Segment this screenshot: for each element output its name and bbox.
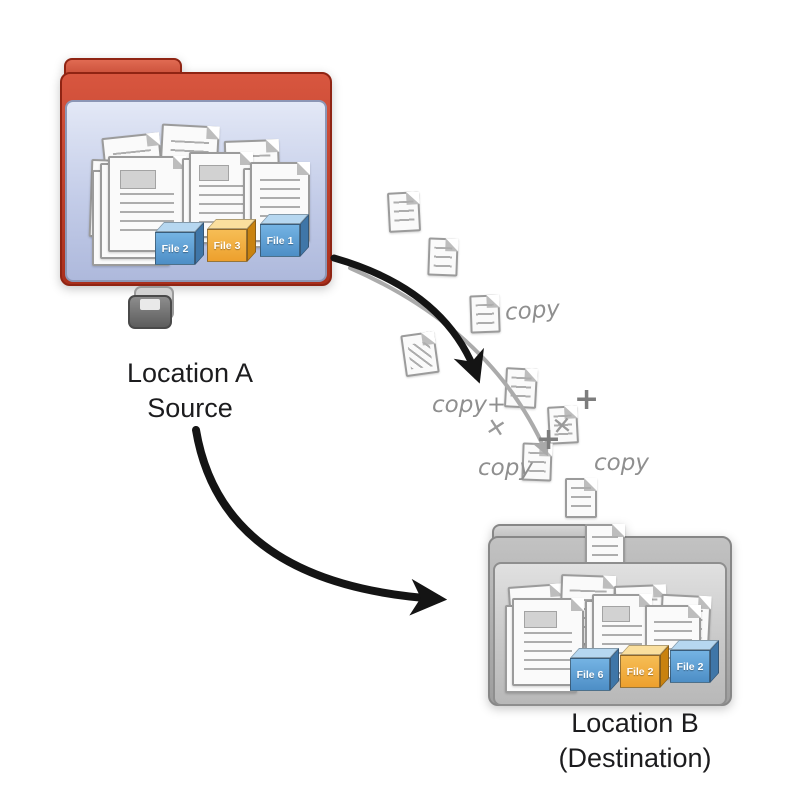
document-lines <box>393 200 415 226</box>
file-cube: File 6 <box>570 648 620 692</box>
destination-subtitle: (Destination) <box>558 743 712 773</box>
document-lines <box>523 631 573 673</box>
destination-title-block: Location B (Destination) <box>510 706 760 776</box>
travel-document-icon <box>565 478 597 518</box>
cube-side-face <box>247 219 256 262</box>
cube-side-face <box>710 640 719 683</box>
duplicate-icon <box>128 286 180 332</box>
cube-side-face <box>660 645 669 688</box>
cube-front-face: File 2 <box>155 232 195 265</box>
annotation-x-mark: ✕ <box>550 411 574 441</box>
cube-side-face <box>300 214 309 257</box>
travel-document-icon <box>400 330 440 378</box>
source-folder: File 2 File 3 File 1 <box>60 58 332 286</box>
travel-document-icon <box>386 191 422 233</box>
duplicate-icon-slot <box>140 299 160 310</box>
destination-title: Location B <box>571 708 699 738</box>
document-image <box>199 164 229 182</box>
cube-front-face: File 2 <box>620 655 660 688</box>
destination-folder: File 6 File 2 File 2 <box>488 524 732 706</box>
document-lines <box>570 487 592 511</box>
document-image <box>523 610 557 629</box>
cube-front-face: File 6 <box>570 658 610 691</box>
source-title: Location A <box>126 358 254 388</box>
file-cube: File 2 <box>620 645 670 689</box>
source-title-block: Location A Source <box>80 356 300 426</box>
document-lines <box>199 185 243 225</box>
document-image <box>120 169 157 189</box>
annotation-copy: copy <box>594 450 649 476</box>
document-icon <box>512 598 584 686</box>
source-subtitle: Source <box>147 393 233 423</box>
travel-document-icon <box>427 237 459 277</box>
document-image <box>601 605 630 622</box>
annotation-copy: copy <box>478 455 533 481</box>
file-cube: File 1 <box>260 214 310 258</box>
document-lines <box>475 303 495 327</box>
file-cube: File 2 <box>155 222 205 266</box>
cube-front-face: File 3 <box>207 229 247 262</box>
cube-side-face <box>610 648 619 691</box>
annotation-plus: + <box>574 382 600 417</box>
cube-front-face: File 1 <box>260 224 300 257</box>
document-lines <box>510 376 532 402</box>
cube-side-face <box>195 222 204 265</box>
file-cube: File 2 <box>670 640 720 684</box>
arrow-copy-path <box>348 266 549 457</box>
duplicate-icon-front <box>128 295 172 329</box>
file-cube: File 3 <box>207 219 257 263</box>
arrow-source-to-destination <box>192 426 448 616</box>
annotation-copy: copy <box>504 296 561 326</box>
document-lines <box>433 246 453 270</box>
travel-document-icon <box>503 367 539 409</box>
cube-front-face: File 2 <box>670 650 710 683</box>
document-lines <box>407 341 433 370</box>
annotation-x-mark: ✕ <box>483 412 509 444</box>
travel-document-icon <box>469 294 501 334</box>
